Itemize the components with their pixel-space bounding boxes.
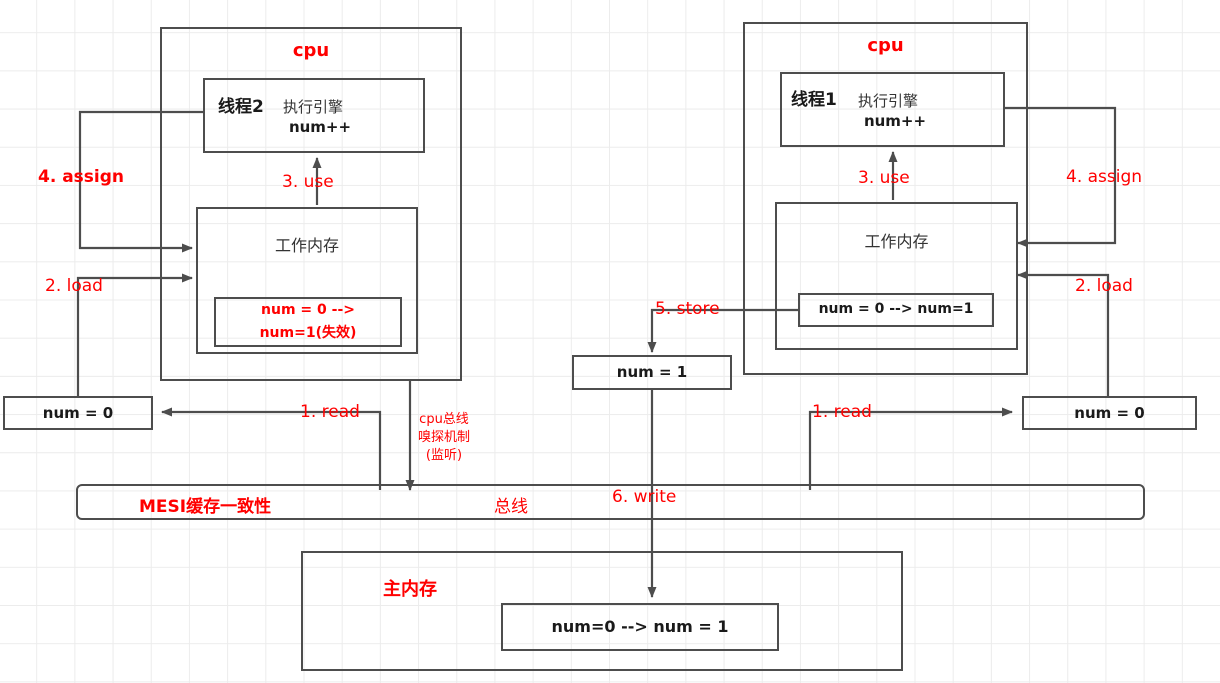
left-working-memory-value-box bbox=[214, 297, 402, 347]
left-cache-value: num = 0 bbox=[42, 404, 114, 422]
left-cpu-box bbox=[160, 27, 462, 381]
store-label: 5. store bbox=[655, 299, 720, 319]
main-memory-value: num=0 --> num = 1 bbox=[551, 617, 729, 636]
left-cpu-title: cpu bbox=[292, 40, 330, 61]
left-thread-name: 线程2 bbox=[218, 97, 264, 117]
right-cpu-box bbox=[743, 22, 1028, 375]
middle-store-value: num = 1 bbox=[616, 363, 688, 381]
right-working-memory-title: 工作内存 bbox=[864, 232, 929, 251]
right-cpu-title: cpu bbox=[867, 35, 904, 56]
right-thread-box bbox=[780, 72, 1005, 147]
left-cache-box bbox=[3, 396, 153, 430]
left-working-memory-value-line2: num=1(失效) bbox=[259, 325, 357, 341]
left-working-memory-box bbox=[196, 207, 418, 354]
bus-bar bbox=[76, 484, 1145, 520]
left-read-label: 1. read bbox=[300, 402, 360, 422]
right-cache-box bbox=[1022, 396, 1197, 430]
left-thread-engine: 执行引擎 bbox=[283, 98, 344, 116]
left-thread-box bbox=[203, 78, 425, 153]
bus-label: 总线 bbox=[494, 497, 528, 517]
middle-store-box bbox=[572, 355, 732, 390]
right-thread-op: num++ bbox=[863, 112, 927, 130]
left-load-label: 2. load bbox=[45, 276, 103, 296]
right-use-label: 3. use bbox=[858, 168, 910, 188]
write-label: 6. write bbox=[612, 487, 677, 507]
right-load-label: 2. load bbox=[1075, 276, 1133, 296]
mesi-label: MESI缓存一致性 bbox=[139, 497, 272, 517]
left-working-memory-title: 工作内存 bbox=[274, 236, 339, 255]
left-use-label: 3. use bbox=[282, 172, 334, 192]
snoop-label-line2: 嗅探机制 bbox=[417, 430, 470, 445]
right-thread-name: 线程1 bbox=[791, 90, 837, 110]
snoop-label-line3: (监听) bbox=[425, 448, 463, 463]
left-working-memory-value-line1: num = 0 --> bbox=[261, 302, 355, 318]
right-working-memory-box bbox=[775, 202, 1018, 350]
right-working-memory-value-box bbox=[798, 293, 994, 327]
right-working-memory-value: num = 0 --> num=1 bbox=[818, 301, 974, 317]
right-thread-engine: 执行引擎 bbox=[858, 92, 919, 110]
main-memory-box bbox=[301, 551, 903, 671]
left-thread-op: num++ bbox=[288, 118, 352, 136]
right-assign-label: 4. assign bbox=[1066, 167, 1143, 187]
right-cache-value: num = 0 bbox=[1074, 404, 1145, 422]
main-memory-title: 主内存 bbox=[383, 579, 437, 600]
snoop-label-line1: cpu总线 bbox=[419, 412, 469, 427]
left-assign-label: 4. assign bbox=[38, 167, 125, 187]
right-read-label: 1. read bbox=[812, 402, 872, 422]
main-memory-value-box bbox=[501, 603, 779, 651]
